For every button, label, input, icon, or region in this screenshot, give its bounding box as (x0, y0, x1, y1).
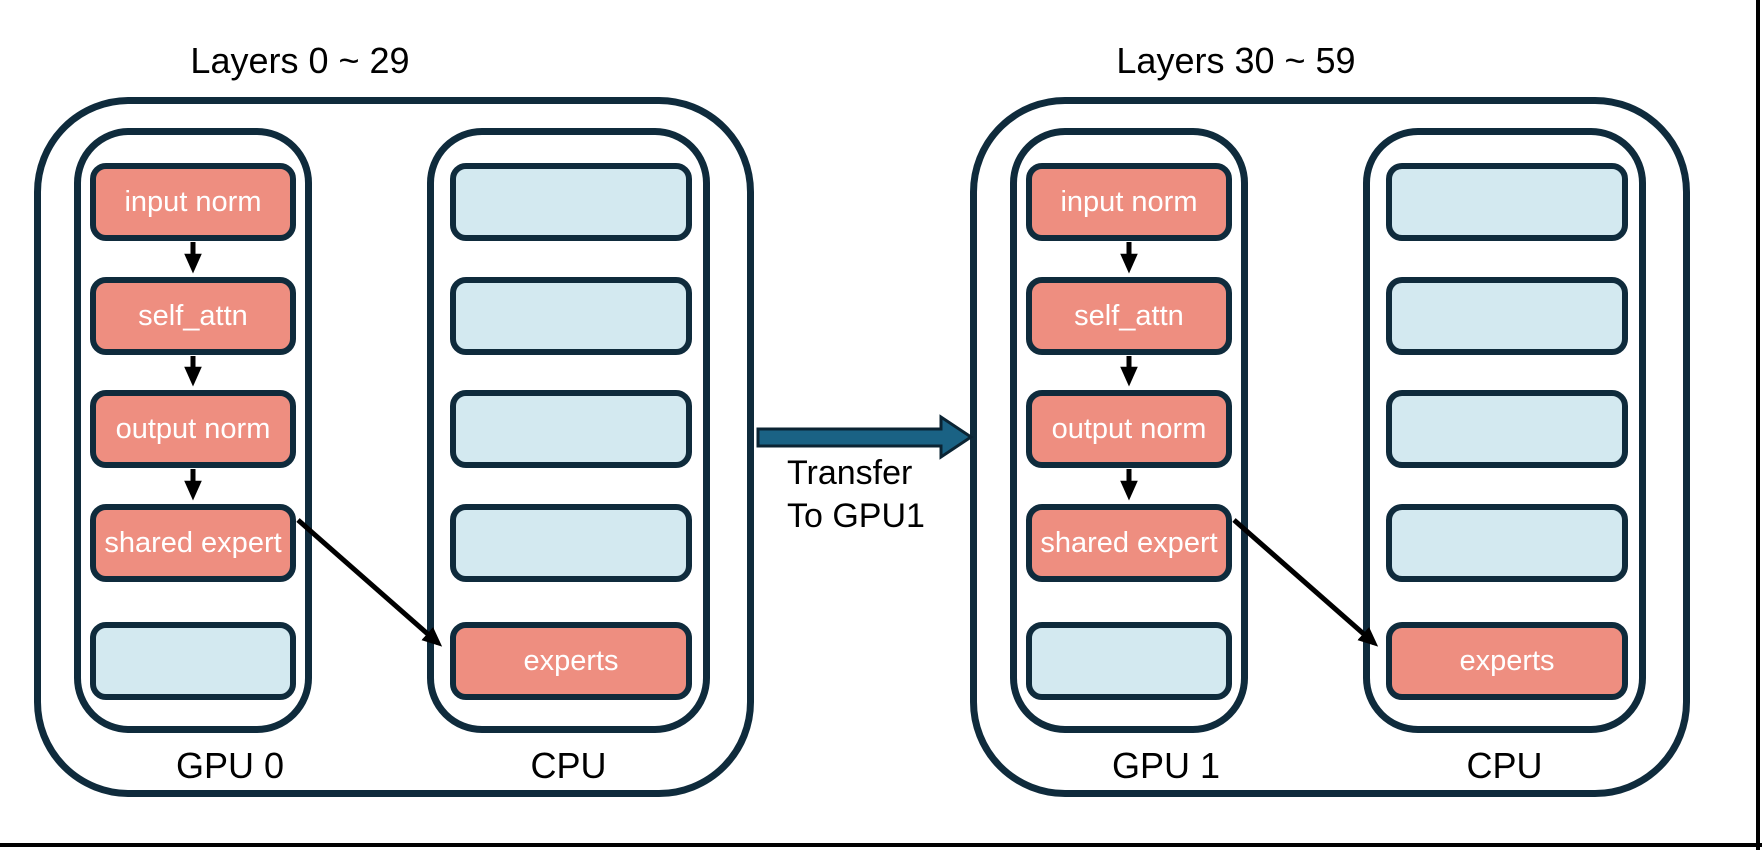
box-empty-slot (1386, 277, 1628, 355)
box-shared-expert: shared expert (1026, 504, 1232, 582)
box-empty-slot (450, 390, 692, 468)
transfer-label: Transfer To GPU1 (787, 452, 925, 538)
layer-group-1: Layers 30 ~ 59 input norm self_attn outp… (970, 30, 1690, 800)
box-empty-slot (1026, 622, 1232, 700)
box-empty-slot (1386, 163, 1628, 241)
gpu1-label: GPU 1 (1111, 745, 1221, 786)
cpu-label: CPU (1466, 745, 1543, 786)
box-input-norm: input norm (1026, 163, 1232, 241)
box-empty-slot (1386, 504, 1628, 582)
box-output-norm: output norm (90, 390, 296, 468)
box-experts: experts (450, 622, 692, 700)
box-shared-expert: shared expert (90, 504, 296, 582)
box-empty-slot (450, 277, 692, 355)
transfer-label-line2: To GPU1 (787, 497, 925, 535)
gpu0-label: GPU 0 (175, 745, 285, 786)
group-title: Layers 30 ~ 59 (1116, 40, 1356, 81)
cpu-label: CPU (530, 745, 607, 786)
box-empty-slot (450, 504, 692, 582)
transfer-arrow-icon (756, 414, 974, 460)
page-edge-right (1756, 0, 1760, 850)
box-empty-slot (450, 163, 692, 241)
transfer-label-line1: Transfer (787, 454, 913, 492)
box-input-norm: input norm (90, 163, 296, 241)
group-title: Layers 0 ~ 29 (190, 40, 410, 81)
box-self-attn: self_attn (90, 277, 296, 355)
box-empty-slot (90, 622, 296, 700)
box-empty-slot (1386, 390, 1628, 468)
page-edge-bottom (0, 843, 1762, 847)
box-experts: experts (1386, 622, 1628, 700)
layer-group-0: Layers 0 ~ 29 input norm self_attn outpu… (34, 30, 754, 800)
box-output-norm: output norm (1026, 390, 1232, 468)
box-self-attn: self_attn (1026, 277, 1232, 355)
